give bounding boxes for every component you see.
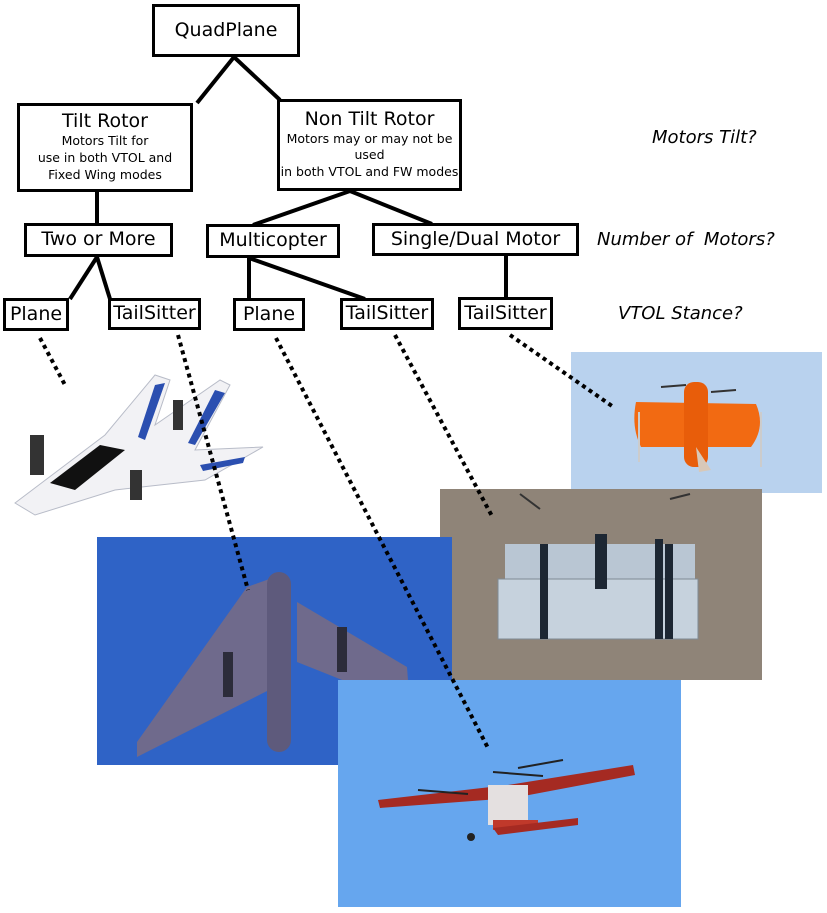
edge-multicopter-tailsitter bbox=[248, 256, 366, 301]
leader-tailsitter-tilt bbox=[176, 334, 250, 591]
node-title: Single/Dual Motor bbox=[390, 227, 561, 250]
edge-nontilt-singledual bbox=[349, 189, 433, 226]
leaf-tailsitter-tilt: TailSitter bbox=[108, 298, 201, 330]
node-desc-line: in both VTOL and FW modes bbox=[280, 164, 459, 180]
photo-multicopter-plane bbox=[338, 680, 681, 907]
node-title: Two or More bbox=[41, 228, 156, 251]
node-desc-line: use in both VTOL and bbox=[37, 149, 173, 165]
leader-tailsitter-multicopter bbox=[393, 334, 495, 519]
edge-root-nontilt bbox=[232, 55, 282, 102]
node-two-or-more: Two or More bbox=[24, 223, 173, 257]
node-non-tilt-rotor: Non Tilt Rotor Motors may or may not be … bbox=[277, 99, 462, 191]
photo-multicopter-tailsitter bbox=[440, 489, 762, 680]
question-motors-tilt: Motors Tilt? bbox=[652, 127, 757, 148]
node-title: QuadPlane bbox=[174, 18, 278, 41]
question-number-of-motors: Number of Motors? bbox=[597, 229, 775, 250]
edge-twoormore-plane bbox=[68, 255, 99, 301]
leader-tailsitter-single-dual bbox=[508, 333, 614, 408]
node-title: TailSitter bbox=[113, 302, 196, 325]
node-desc-line: Motors may or may not be used bbox=[286, 130, 453, 163]
node-title: TailSitter bbox=[345, 302, 429, 325]
edge-nontilt-multicopter bbox=[252, 189, 351, 227]
aircraft-flying-wing-icon bbox=[137, 572, 410, 757]
node-title: Plane bbox=[9, 302, 63, 325]
leader-plane-multicopter bbox=[274, 337, 490, 749]
node-title: TailSitter bbox=[464, 301, 547, 324]
node-title: Plane bbox=[242, 302, 296, 325]
aircraft-box-tailsitter-icon bbox=[497, 493, 699, 640]
edge-twoormore-tailsitter bbox=[95, 256, 112, 300]
node-tilt-rotor: Tilt Rotor Motors Tilt for use in both V… bbox=[17, 103, 193, 192]
leaf-tailsitter-multicopter: TailSitter bbox=[340, 298, 434, 330]
photo-tilt-rotor-plane bbox=[5, 365, 267, 517]
photo-single-dual-tailsitter bbox=[571, 352, 822, 493]
leader-plane-tilt bbox=[38, 337, 67, 386]
node-title: Multicopter bbox=[219, 229, 327, 252]
aircraft-quadplane-icon bbox=[378, 759, 635, 841]
node-title: Tilt Rotor bbox=[62, 110, 148, 133]
node-multicopter: Multicopter bbox=[206, 224, 340, 258]
edge-root-tiltrotor bbox=[195, 55, 236, 105]
node-desc-line: Motors Tilt for bbox=[61, 133, 149, 149]
node-single-dual-motor: Single/Dual Motor bbox=[372, 223, 579, 256]
question-vtol-stance: VTOL Stance? bbox=[618, 303, 743, 324]
node-quadplane: QuadPlane bbox=[152, 4, 300, 57]
aircraft-orange-tailsitter-icon bbox=[634, 382, 762, 472]
aircraft-jet-icon bbox=[14, 374, 264, 516]
leaf-plane-tilt: Plane bbox=[3, 298, 69, 331]
node-title: Non Tilt Rotor bbox=[304, 107, 435, 130]
node-desc-line: Fixed Wing modes bbox=[48, 166, 162, 182]
leaf-plane-multicopter: Plane bbox=[233, 298, 305, 331]
leaf-tailsitter-single-dual: TailSitter bbox=[458, 297, 553, 330]
